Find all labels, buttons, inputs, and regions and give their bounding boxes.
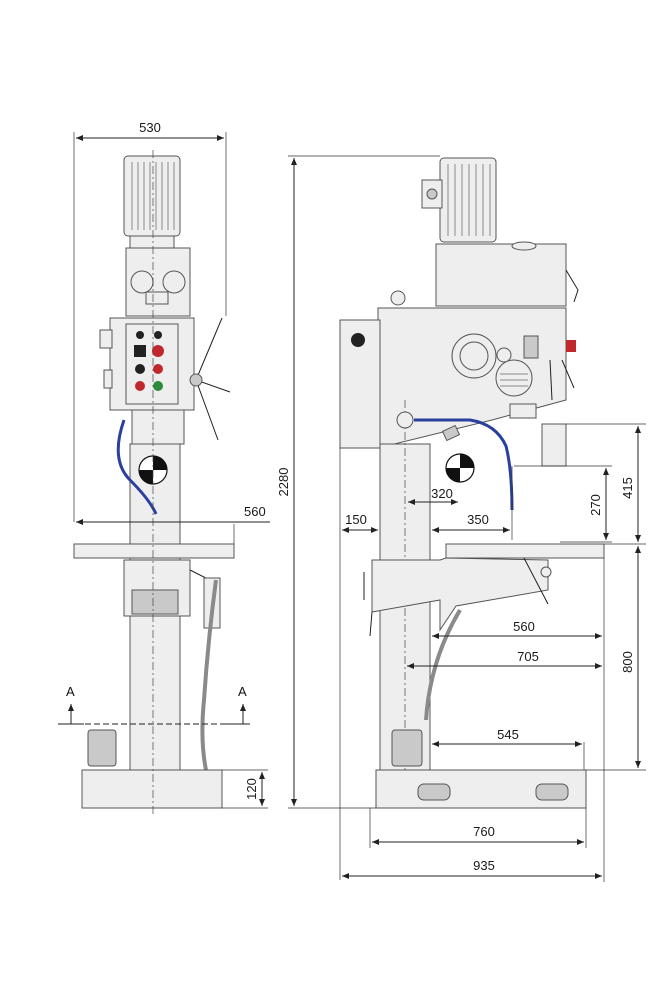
- spindle-housing-front: [131, 409, 185, 445]
- motor-side: [421, 157, 497, 243]
- dim-height-total: 2280: [276, 468, 291, 497]
- dim-spindle-to-table: 270: [588, 494, 603, 516]
- chuck-guard: [541, 423, 567, 467]
- lifting-eye: [390, 290, 406, 306]
- dim-table-front: 560: [244, 504, 266, 519]
- table-side: [445, 543, 605, 559]
- table-front: [73, 543, 235, 559]
- dim-table-travel: 800: [620, 651, 635, 673]
- dim-reach: 350: [467, 512, 489, 527]
- front-view: A A 530 560 120: [58, 120, 270, 814]
- feed-handle-side: [549, 359, 553, 401]
- dim-column-offset: 150: [345, 512, 367, 527]
- coolant-pump-side: [391, 729, 423, 767]
- dim-base-height: 120: [244, 778, 259, 800]
- motor-front: [123, 155, 181, 249]
- dim-base-length: 760: [473, 824, 495, 839]
- center-of-gravity-side: [445, 453, 475, 483]
- dim-width-top: 530: [139, 120, 161, 135]
- coolant-hose-side: [414, 418, 514, 511]
- dim-overall-depth: 935: [473, 858, 495, 873]
- dim-table-max: 705: [517, 649, 539, 664]
- feed-handle-front: [189, 317, 231, 441]
- table-bracket-front: [123, 559, 221, 771]
- control-panel-front: [99, 317, 195, 411]
- gearbox-side: [435, 243, 567, 307]
- coolant-hose-front: [116, 419, 158, 515]
- dim-spindle-offset: 320: [431, 486, 453, 501]
- dim-spindle-travel: 415: [620, 477, 635, 499]
- section-label-right: A: [238, 684, 247, 699]
- gearbox-front: [125, 247, 191, 317]
- coolant-pump-front: [87, 729, 117, 767]
- section-label-left: A: [66, 684, 75, 699]
- dim-table-reach: 560: [513, 619, 535, 634]
- dim-base-reach: 545: [497, 727, 519, 742]
- base-front: [81, 769, 223, 809]
- table-bracket-side: [371, 557, 549, 632]
- side-view: 2280 320 150 350 270 415 560 705 800: [276, 155, 646, 882]
- depth-dial: [495, 359, 533, 397]
